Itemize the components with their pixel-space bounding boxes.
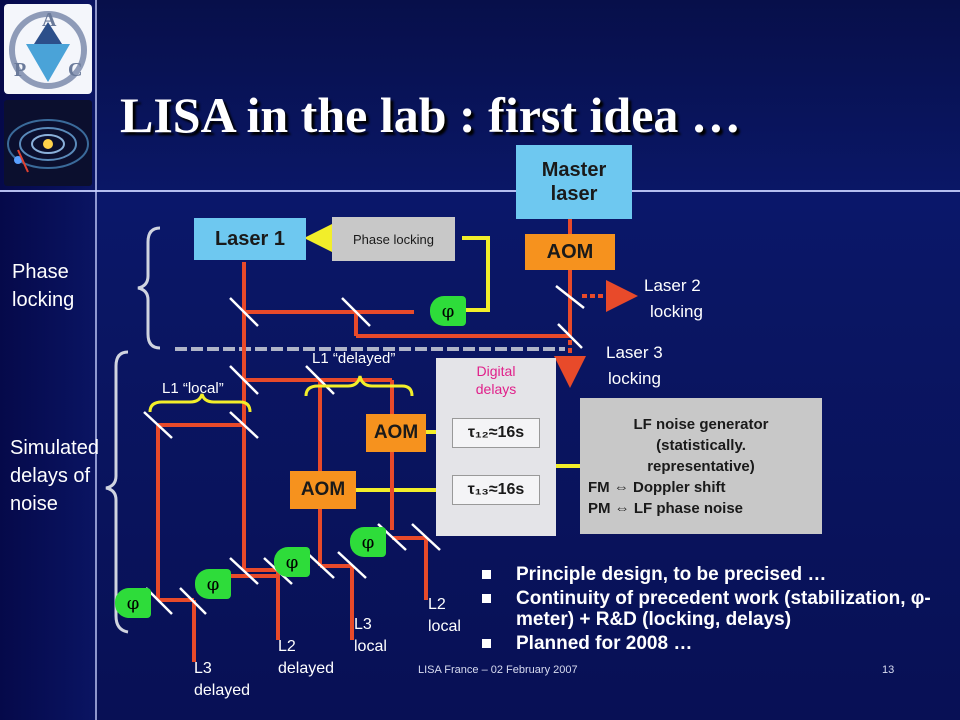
- phi-box-l2-local: φ: [195, 569, 231, 599]
- phi-box-top: φ: [430, 296, 466, 326]
- bullet-item: Continuity of precedent work (stabilizat…: [480, 588, 955, 630]
- svg-text:C: C: [68, 59, 82, 81]
- l2-local-label: L2 local: [428, 596, 461, 635]
- l1-delayed-brace: [304, 375, 414, 397]
- phase-locking-brace: [137, 226, 161, 350]
- aom-upper-box: AOM: [366, 414, 426, 452]
- bullet-item: Principle design, to be precised …: [480, 564, 955, 585]
- tau12-label: τ₁₂≈16s: [467, 424, 525, 441]
- aom-upper-label: AOM: [373, 422, 419, 443]
- master-laser-label-1: Master: [541, 159, 607, 181]
- aom-master-box: AOM: [525, 234, 615, 270]
- lf-pm: PM ⇔ LF phase noise: [588, 499, 744, 517]
- simulated-delays-label: Simulated delays of noise: [10, 437, 99, 515]
- bullet-item: Planned for 2008 …: [480, 633, 955, 654]
- master-laser-label-2: laser: [550, 183, 598, 205]
- aom-lower-label: AOM: [300, 479, 346, 500]
- lisa-orbit-logo: [4, 100, 92, 186]
- header-band: [0, 0, 960, 190]
- laser2-locking-label: Laser 2 locking: [644, 276, 703, 321]
- lf-subtitle-1: (statistically.: [656, 436, 746, 454]
- tau12-box: τ₁₂≈16s: [452, 418, 540, 448]
- l1-local-label: L1 “local”: [162, 380, 224, 397]
- aom-lower-box: AOM: [290, 471, 356, 509]
- left-divider-line: [95, 0, 97, 720]
- phi-box-l3-delayed: φ: [115, 588, 151, 618]
- master-laser-box: Master laser: [516, 145, 632, 219]
- page-number: 13: [882, 664, 895, 676]
- phi-box-l2-delayed: φ: [274, 547, 310, 577]
- header-divider-line: [0, 190, 960, 192]
- lf-subtitle-2: representative): [647, 457, 755, 475]
- slide-footer: LISA France – 02 February 2007: [418, 664, 578, 676]
- tau13-box: τ₁₃≈16s: [452, 475, 540, 505]
- slide-title: LISA in the lab : first idea …: [120, 87, 741, 143]
- laser1-label: Laser 1: [214, 227, 286, 250]
- svg-text:P: P: [14, 59, 26, 81]
- lf-noise-generator-box: LF noise generator (statistically. repre…: [580, 398, 822, 534]
- phi-box-l3-local: φ: [350, 527, 386, 557]
- lf-title: LF noise generator: [633, 415, 769, 433]
- l1-delayed-label: L1 “delayed”: [312, 350, 396, 367]
- l3-local-label: L3 local: [354, 616, 387, 655]
- svg-text:A: A: [42, 9, 57, 31]
- lf-fm: FM ⇔ Doppler shift: [588, 478, 726, 496]
- laser3-locking-label: Laser 3 locking: [606, 343, 663, 388]
- laser1-box: Laser 1: [194, 218, 306, 260]
- tau13-label: τ₁₃≈16s: [467, 481, 525, 498]
- l1-local-brace: [148, 393, 252, 413]
- apc-logo: A P C: [4, 4, 92, 94]
- phase-locking-box-label: Phase locking: [353, 231, 434, 247]
- aom-master-label: AOM: [546, 240, 594, 263]
- bullet-list: Principle design, to be precised … Conti…: [480, 564, 955, 657]
- phase-locking-side-label: Phase locking: [12, 261, 75, 311]
- l3-delayed-label: L3 delayed: [194, 660, 251, 699]
- l2-delayed-label: L2 delayed: [278, 638, 335, 677]
- digital-delays-label: Digital delays: [475, 363, 517, 397]
- phase-locking-box: Phase locking: [332, 217, 455, 261]
- simulated-delays-brace: [105, 350, 129, 634]
